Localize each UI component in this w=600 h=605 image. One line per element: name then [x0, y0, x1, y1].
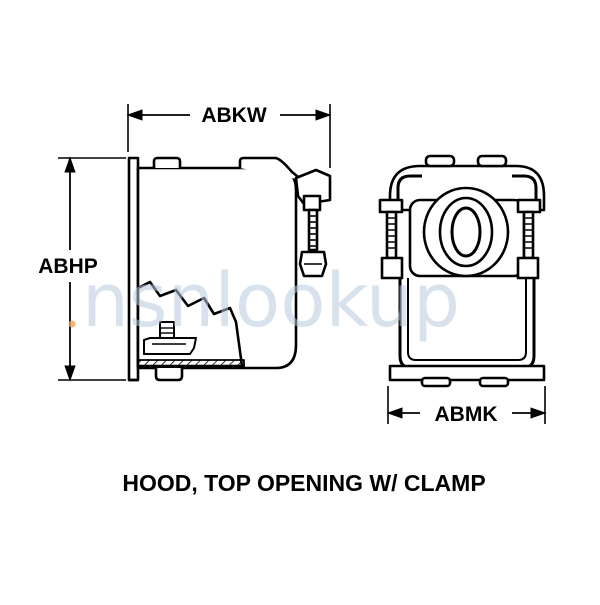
dimension-abmk: ABMK: [386, 386, 547, 426]
side-foot-left: [154, 368, 184, 382]
front-top-tab-left: [424, 154, 456, 168]
watermark-dot: [68, 320, 76, 328]
dimension-abhp-label: ABHP: [38, 255, 98, 278]
side-top-tab-left: [152, 156, 182, 168]
dimension-abhp: ABHP: [38, 156, 126, 382]
watermark-text: nsnlookup: [82, 258, 460, 344]
front-bottom-tab-right: [478, 376, 510, 388]
dimension-abkw-label: ABKW: [201, 104, 266, 127]
front-bolt-left-shank: [385, 210, 398, 260]
side-top-tab-right: [238, 156, 303, 182]
front-ubolt-top-right: [512, 174, 538, 210]
side-inner-screw: [159, 321, 175, 339]
dimension-abkw: ABKW: [126, 104, 332, 168]
front-bottom-tab-left: [420, 376, 452, 388]
side-view: [127, 156, 332, 382]
front-view: [378, 154, 546, 388]
dimension-abmk-label: ABMK: [435, 403, 498, 426]
front-nut-left: [380, 256, 404, 280]
side-bolt-thread: [309, 215, 317, 247]
diagram-caption: HOOD, TOP OPENING W/ CLAMP: [122, 470, 485, 496]
side-base-hatch: [137, 359, 245, 369]
front-top-tab-right: [476, 154, 508, 168]
front-nut-right: [516, 256, 540, 280]
side-bolt-shank: [307, 208, 319, 252]
front-bottom-base: [388, 364, 546, 382]
front-bolt-right-shank: [522, 210, 535, 260]
side-inner-clamp: [143, 337, 197, 355]
front-ubolt-top-left: [396, 174, 422, 210]
front-bolt-left-head: [378, 198, 404, 214]
front-bolt-right-head: [516, 198, 542, 214]
front-grommet-inner: [450, 206, 482, 258]
side-bolt-head: [302, 194, 322, 212]
